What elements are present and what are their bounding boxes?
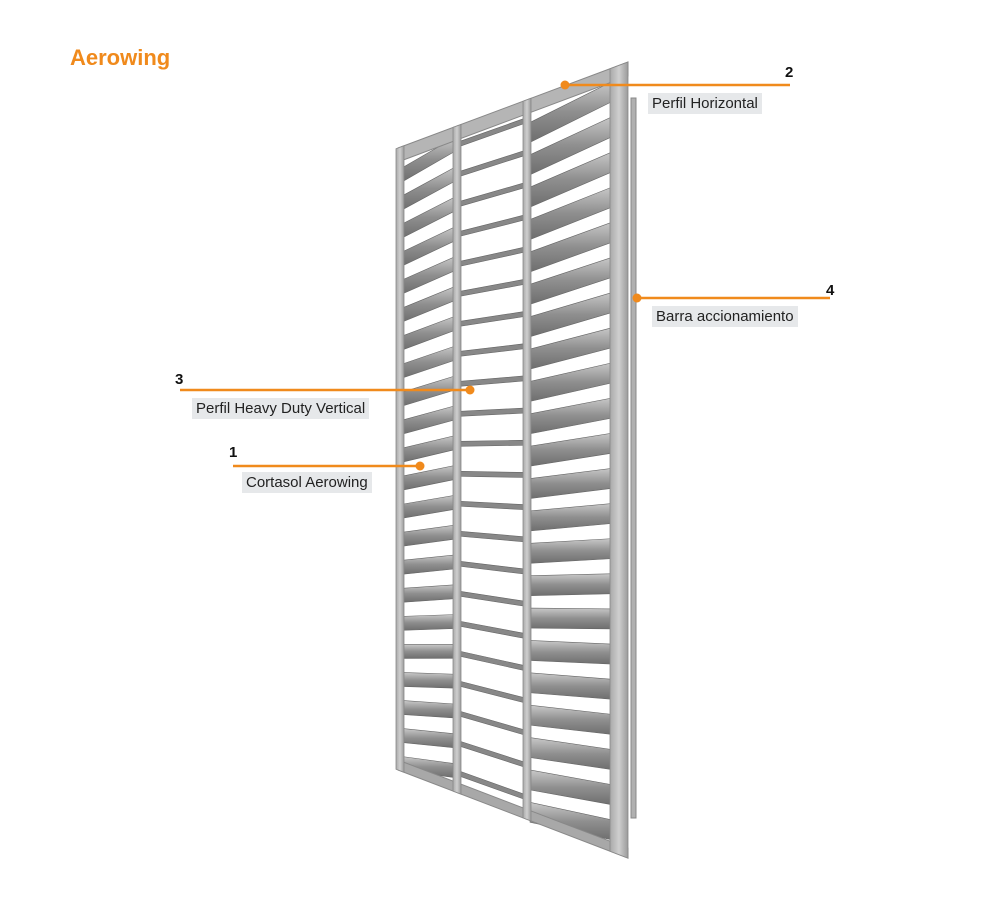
- louver-slat: [401, 644, 457, 659]
- louver-slat: [459, 500, 527, 511]
- diagram-title: Aerowing: [70, 45, 171, 70]
- louver-slat: [459, 650, 527, 672]
- louver-slat: [459, 439, 527, 447]
- louver-slat: [459, 310, 527, 327]
- louver-slat: [401, 700, 457, 719]
- louver-slat: [529, 467, 615, 499]
- louver-slat: [529, 737, 615, 771]
- bottom-horizontal-profile: [397, 759, 629, 859]
- louver-slat: [529, 640, 615, 665]
- louver-slat: [401, 464, 457, 491]
- louver-slat: [529, 538, 615, 564]
- callout-dot: [465, 385, 475, 395]
- louver-slat: [401, 285, 457, 323]
- louver-slat: [529, 769, 615, 806]
- louver-slat: [459, 149, 527, 177]
- louver-slat: [529, 607, 615, 630]
- louver-slat: [529, 573, 615, 596]
- louver-slat: [401, 315, 457, 351]
- callout-2-label: Perfil Horizontal: [648, 93, 762, 114]
- callout-3-number: 3: [175, 371, 184, 388]
- louver-slat: [529, 672, 615, 700]
- louver-slat: [529, 326, 615, 370]
- callout-4-number: 4: [826, 282, 835, 299]
- frame-posts: [395, 61, 637, 859]
- louver-slat: [401, 405, 457, 435]
- callout-2-number: 2: [785, 64, 794, 81]
- louver-slat: [459, 407, 527, 417]
- vertical-profile: [452, 123, 462, 795]
- louver-slat: [459, 246, 527, 267]
- callout-4-label: Barra accionamiento: [652, 306, 798, 327]
- louver-slat: [459, 470, 527, 478]
- louver-slat: [401, 345, 457, 379]
- louver-slat: [401, 614, 457, 631]
- louver-slat: [459, 375, 527, 387]
- louver-slat: [401, 494, 457, 519]
- louver-slat: [459, 740, 527, 769]
- louver-slat: [401, 554, 457, 575]
- louver-slat: [459, 620, 527, 640]
- louver-slats: [401, 80, 615, 841]
- louver-slat: [459, 278, 527, 297]
- actuation-bar: [630, 97, 637, 819]
- callout-dot: [632, 293, 642, 303]
- callout-dot: [415, 461, 425, 471]
- callout-1-label: Cortasol Aerowing: [242, 472, 372, 493]
- louver-slat: [529, 704, 615, 735]
- louver-slat: [401, 434, 457, 463]
- vertical-profile: [609, 61, 629, 859]
- louver-slat: [459, 560, 527, 575]
- callout-1-number: 1: [229, 444, 238, 461]
- louver-slat: [459, 680, 527, 704]
- louver-slat: [459, 214, 527, 237]
- callout-dot: [560, 80, 570, 90]
- louver-slat: [529, 432, 615, 467]
- louver-slat: [401, 728, 457, 749]
- louver-slat: [459, 590, 527, 607]
- louver-slat: [529, 397, 615, 435]
- louver-slat: [459, 181, 527, 207]
- vertical-profile: [522, 97, 532, 822]
- louver-slat: [459, 530, 527, 543]
- vertical-profile: [395, 145, 405, 773]
- louver-slat: [401, 672, 457, 689]
- louver-slat: [459, 710, 527, 736]
- louver-slat: [529, 502, 615, 532]
- callout-3-label: Perfil Heavy Duty Vertical: [192, 398, 370, 419]
- louver-slat: [401, 524, 457, 547]
- louver-slat: [529, 362, 615, 402]
- top-horizontal-profile: [397, 61, 629, 163]
- louver-slat: [401, 584, 457, 603]
- louver-slat: [459, 343, 527, 357]
- callout-lines: [180, 80, 830, 471]
